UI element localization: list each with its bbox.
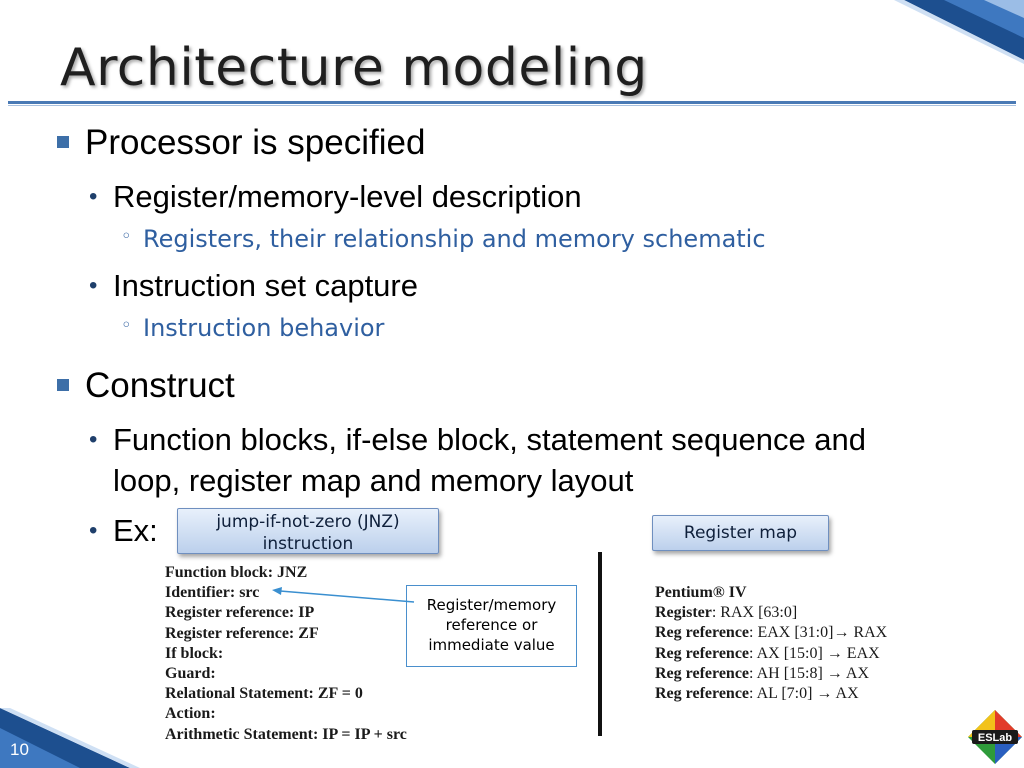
dot-bullet-icon: •: [89, 426, 98, 453]
bullet-ex-text: Ex:: [113, 513, 158, 548]
bullet-instr-set-text: Instruction set capture: [113, 268, 418, 303]
code-row: Reg reference: AH [15:8] → AX: [655, 664, 887, 684]
bullet-construct: Construct: [57, 366, 235, 406]
code-value: : RAX [63:0]: [711, 604, 798, 622]
code-label: If block:: [165, 644, 224, 662]
bullet-reg-detail-text: Registers, their relationship and memory…: [143, 225, 766, 253]
code-label: Reg reference: [655, 664, 750, 682]
dot-bullet-icon: •: [89, 272, 98, 299]
bullet-processor: Processor is specified: [57, 123, 426, 163]
eslab-logo-icon: ESLab: [968, 710, 1022, 764]
register-map-callout: Register map: [652, 515, 829, 551]
register-map-callout-text: Register map: [683, 523, 798, 543]
bullet-function-blocks: • Function blocks, if-else block, statem…: [89, 419, 867, 501]
bullet-function-line2: loop, register map and memory layout: [113, 463, 634, 498]
code-label: Pentium® IV: [655, 584, 747, 601]
operand-note-box: Register/memory reference or immediate v…: [406, 585, 577, 667]
code-label: Reg reference: [655, 685, 750, 703]
code-value: IP = IP + src: [318, 725, 407, 743]
code-value: src: [235, 584, 260, 602]
code-value: IP: [294, 604, 315, 622]
code-row: Relational Statement: ZF = 0: [165, 684, 407, 704]
jnz-callout: jump-if-not-zero (JNZ) instruction: [177, 508, 439, 554]
code-label: Register reference:: [165, 604, 295, 622]
bullet-function-line1: Function blocks, if-else block, statemen…: [113, 422, 867, 457]
note-line3: immediate value: [428, 636, 555, 654]
bullet-construct-text: Construct: [85, 366, 235, 405]
code-value: : AH [15:8] → AX: [749, 664, 870, 682]
code-row: Action:: [165, 704, 407, 724]
code-row: Function block: JNZ: [165, 563, 407, 583]
dot-bullet-icon: •: [89, 517, 98, 544]
code-row: Pentium® IV: [655, 583, 887, 603]
code-row: Arithmetic Statement: IP = IP + src: [165, 725, 407, 745]
slide-title: Architecture modeling: [60, 38, 648, 98]
bullet-reg-detail: ◦ Registers, their relationship and memo…: [121, 225, 766, 253]
code-label: Register: [655, 604, 712, 622]
vertical-separator: [598, 552, 602, 736]
logo-text: ESLab: [978, 732, 1013, 744]
title-divider-light: [8, 105, 1016, 106]
code-label: Reg reference: [655, 624, 750, 642]
jnz-callout-line2: instruction: [262, 534, 354, 554]
code-label: Arithmetic Statement:: [165, 725, 319, 743]
ring-bullet-icon: ◦: [121, 226, 132, 247]
code-label: Function block:: [165, 564, 274, 581]
corner-decoration-bottom-left: [0, 708, 140, 768]
code-value: : EAX [31:0]→ RAX: [749, 624, 888, 642]
code-label: Reg reference: [655, 644, 750, 662]
square-bullet-icon: [57, 136, 69, 148]
code-label: Register reference:: [165, 624, 295, 642]
code-value: ZF: [294, 624, 319, 642]
bullet-processor-text: Processor is specified: [85, 123, 426, 162]
code-value: ZF = 0: [313, 685, 363, 703]
bullet-instr-detail: ◦ Instruction behavior: [121, 314, 385, 342]
code-row: Register reference: IP: [165, 603, 407, 623]
bullet-reg-mem-text: Register/memory-level description: [113, 179, 582, 214]
code-row: Register: RAX [63:0]: [655, 603, 887, 623]
code-value: : AL [7:0] → AX: [749, 685, 859, 703]
code-label: Identifier:: [165, 584, 236, 602]
square-bullet-icon: [57, 379, 69, 391]
page-number: 10: [10, 740, 29, 759]
code-row: Reg reference: AL [7:0] → AX: [655, 684, 887, 704]
code-label: Action:: [165, 705, 216, 723]
title-divider: [8, 101, 1016, 104]
pointer-arrow-icon: [272, 587, 415, 603]
dot-bullet-icon: •: [89, 183, 98, 210]
code-value: JNZ: [273, 564, 308, 581]
bullet-instr-set: • Instruction set capture: [89, 265, 418, 306]
code-row: Identifier: src: [165, 583, 407, 603]
code-row: Register reference: ZF: [165, 624, 407, 644]
code-row: If block:: [165, 644, 407, 664]
code-label: Relational Statement:: [165, 685, 314, 703]
code-row: Reg reference: EAX [31:0]→ RAX: [655, 623, 887, 643]
code-value: : AX [15:0] → EAX: [749, 644, 880, 662]
code-label: Guard:: [165, 665, 216, 683]
code-row: Reg reference: AX [15:0] → EAX: [655, 644, 887, 664]
bullet-reg-mem: • Register/memory-level description: [89, 176, 582, 217]
ring-bullet-icon: ◦: [121, 315, 132, 336]
bullet-instr-detail-text: Instruction behavior: [143, 314, 385, 342]
note-line2: reference or: [445, 616, 538, 634]
corner-decoration-top-right: [894, 0, 1024, 64]
jnz-callout-line1: jump-if-not-zero (JNZ): [216, 512, 400, 532]
note-line1: Register/memory: [426, 596, 557, 614]
code-row: Guard:: [165, 664, 407, 684]
bullet-ex: • Ex:: [89, 510, 158, 551]
